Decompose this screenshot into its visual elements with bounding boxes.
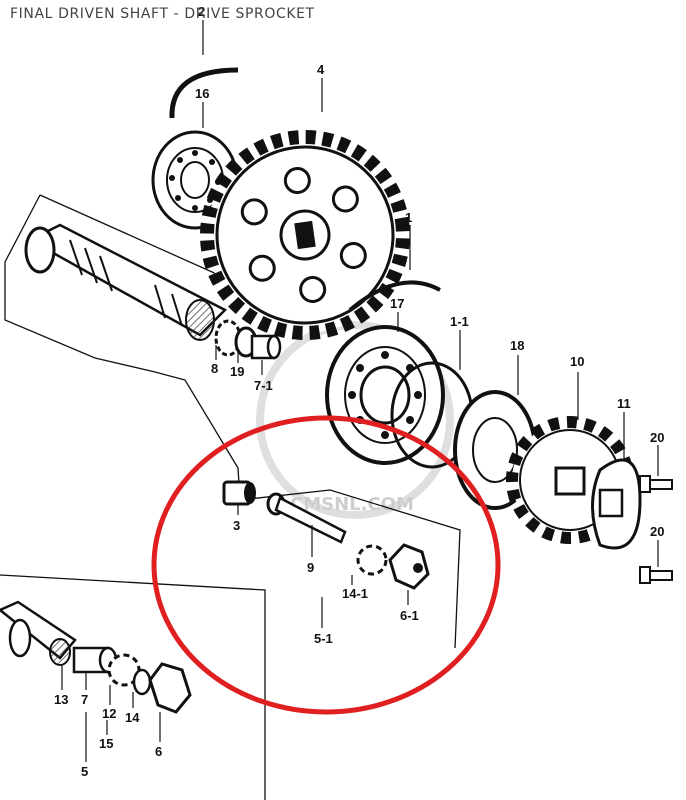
bearing-part-17	[325, 325, 445, 465]
label-19: 19	[230, 364, 244, 379]
label-9: 9	[307, 560, 314, 575]
assembly-outline-upper	[4, 194, 461, 649]
collar-part-3	[222, 480, 256, 506]
highlight-circle	[151, 415, 501, 715]
label-2: 2	[198, 4, 205, 19]
page-title: FINAL DRIVEN SHAFT - DRIVE SPROCKET	[10, 6, 315, 22]
label-1-1: 1-1	[450, 314, 469, 329]
label-17: 17	[390, 296, 404, 311]
nut-part-6	[148, 662, 192, 714]
circlip-part-2	[169, 67, 239, 119]
nut-part-6-1	[388, 543, 430, 590]
bolt-part-20-upper	[639, 475, 673, 493]
watermark: CMSNL.COM	[256, 321, 454, 519]
label-16: 16	[195, 86, 209, 101]
fixing-plate-part-11	[591, 458, 642, 550]
label-8: 8	[211, 361, 218, 376]
label-6: 6	[155, 744, 162, 759]
label-20-upper: 20	[650, 430, 664, 445]
part-labels: 2 16 4 1 17 1-1 18 10 11 20 20 8 19 7-1 …	[54, 4, 664, 779]
label-13: 13	[54, 692, 68, 707]
label-12: 12	[102, 706, 116, 721]
gear-part-4	[200, 130, 410, 340]
label-5: 5	[81, 764, 88, 779]
bolt-part-20-lower	[639, 566, 673, 584]
label-7-1: 7-1	[254, 378, 273, 393]
label-11: 11	[617, 396, 631, 411]
bolt-part-9	[266, 492, 347, 544]
lock-washer-part-14-1	[356, 544, 388, 576]
label-10: 10	[570, 354, 584, 369]
label-6-1: 6-1	[400, 608, 419, 623]
label-20-lower: 20	[650, 524, 664, 539]
label-18: 18	[510, 338, 524, 353]
label-1: 1	[405, 210, 412, 225]
washer-part-14	[132, 668, 152, 696]
label-14-1: 14-1	[342, 586, 368, 601]
circlip-part-1	[348, 280, 441, 312]
washer-part-13	[49, 638, 71, 666]
label-14: 14	[125, 710, 140, 725]
label-4: 4	[317, 62, 325, 77]
watermark-text: CMSNL.COM	[290, 494, 414, 515]
final-driven-shaft	[24, 223, 228, 341]
assembly-outline-lower	[0, 574, 266, 800]
label-3: 3	[233, 518, 240, 533]
label-7: 7	[81, 692, 88, 707]
collar-part-7	[72, 646, 118, 674]
label-15: 15	[99, 736, 113, 751]
label-5-1: 5-1	[314, 631, 333, 646]
collar-part-7-1	[250, 334, 282, 360]
